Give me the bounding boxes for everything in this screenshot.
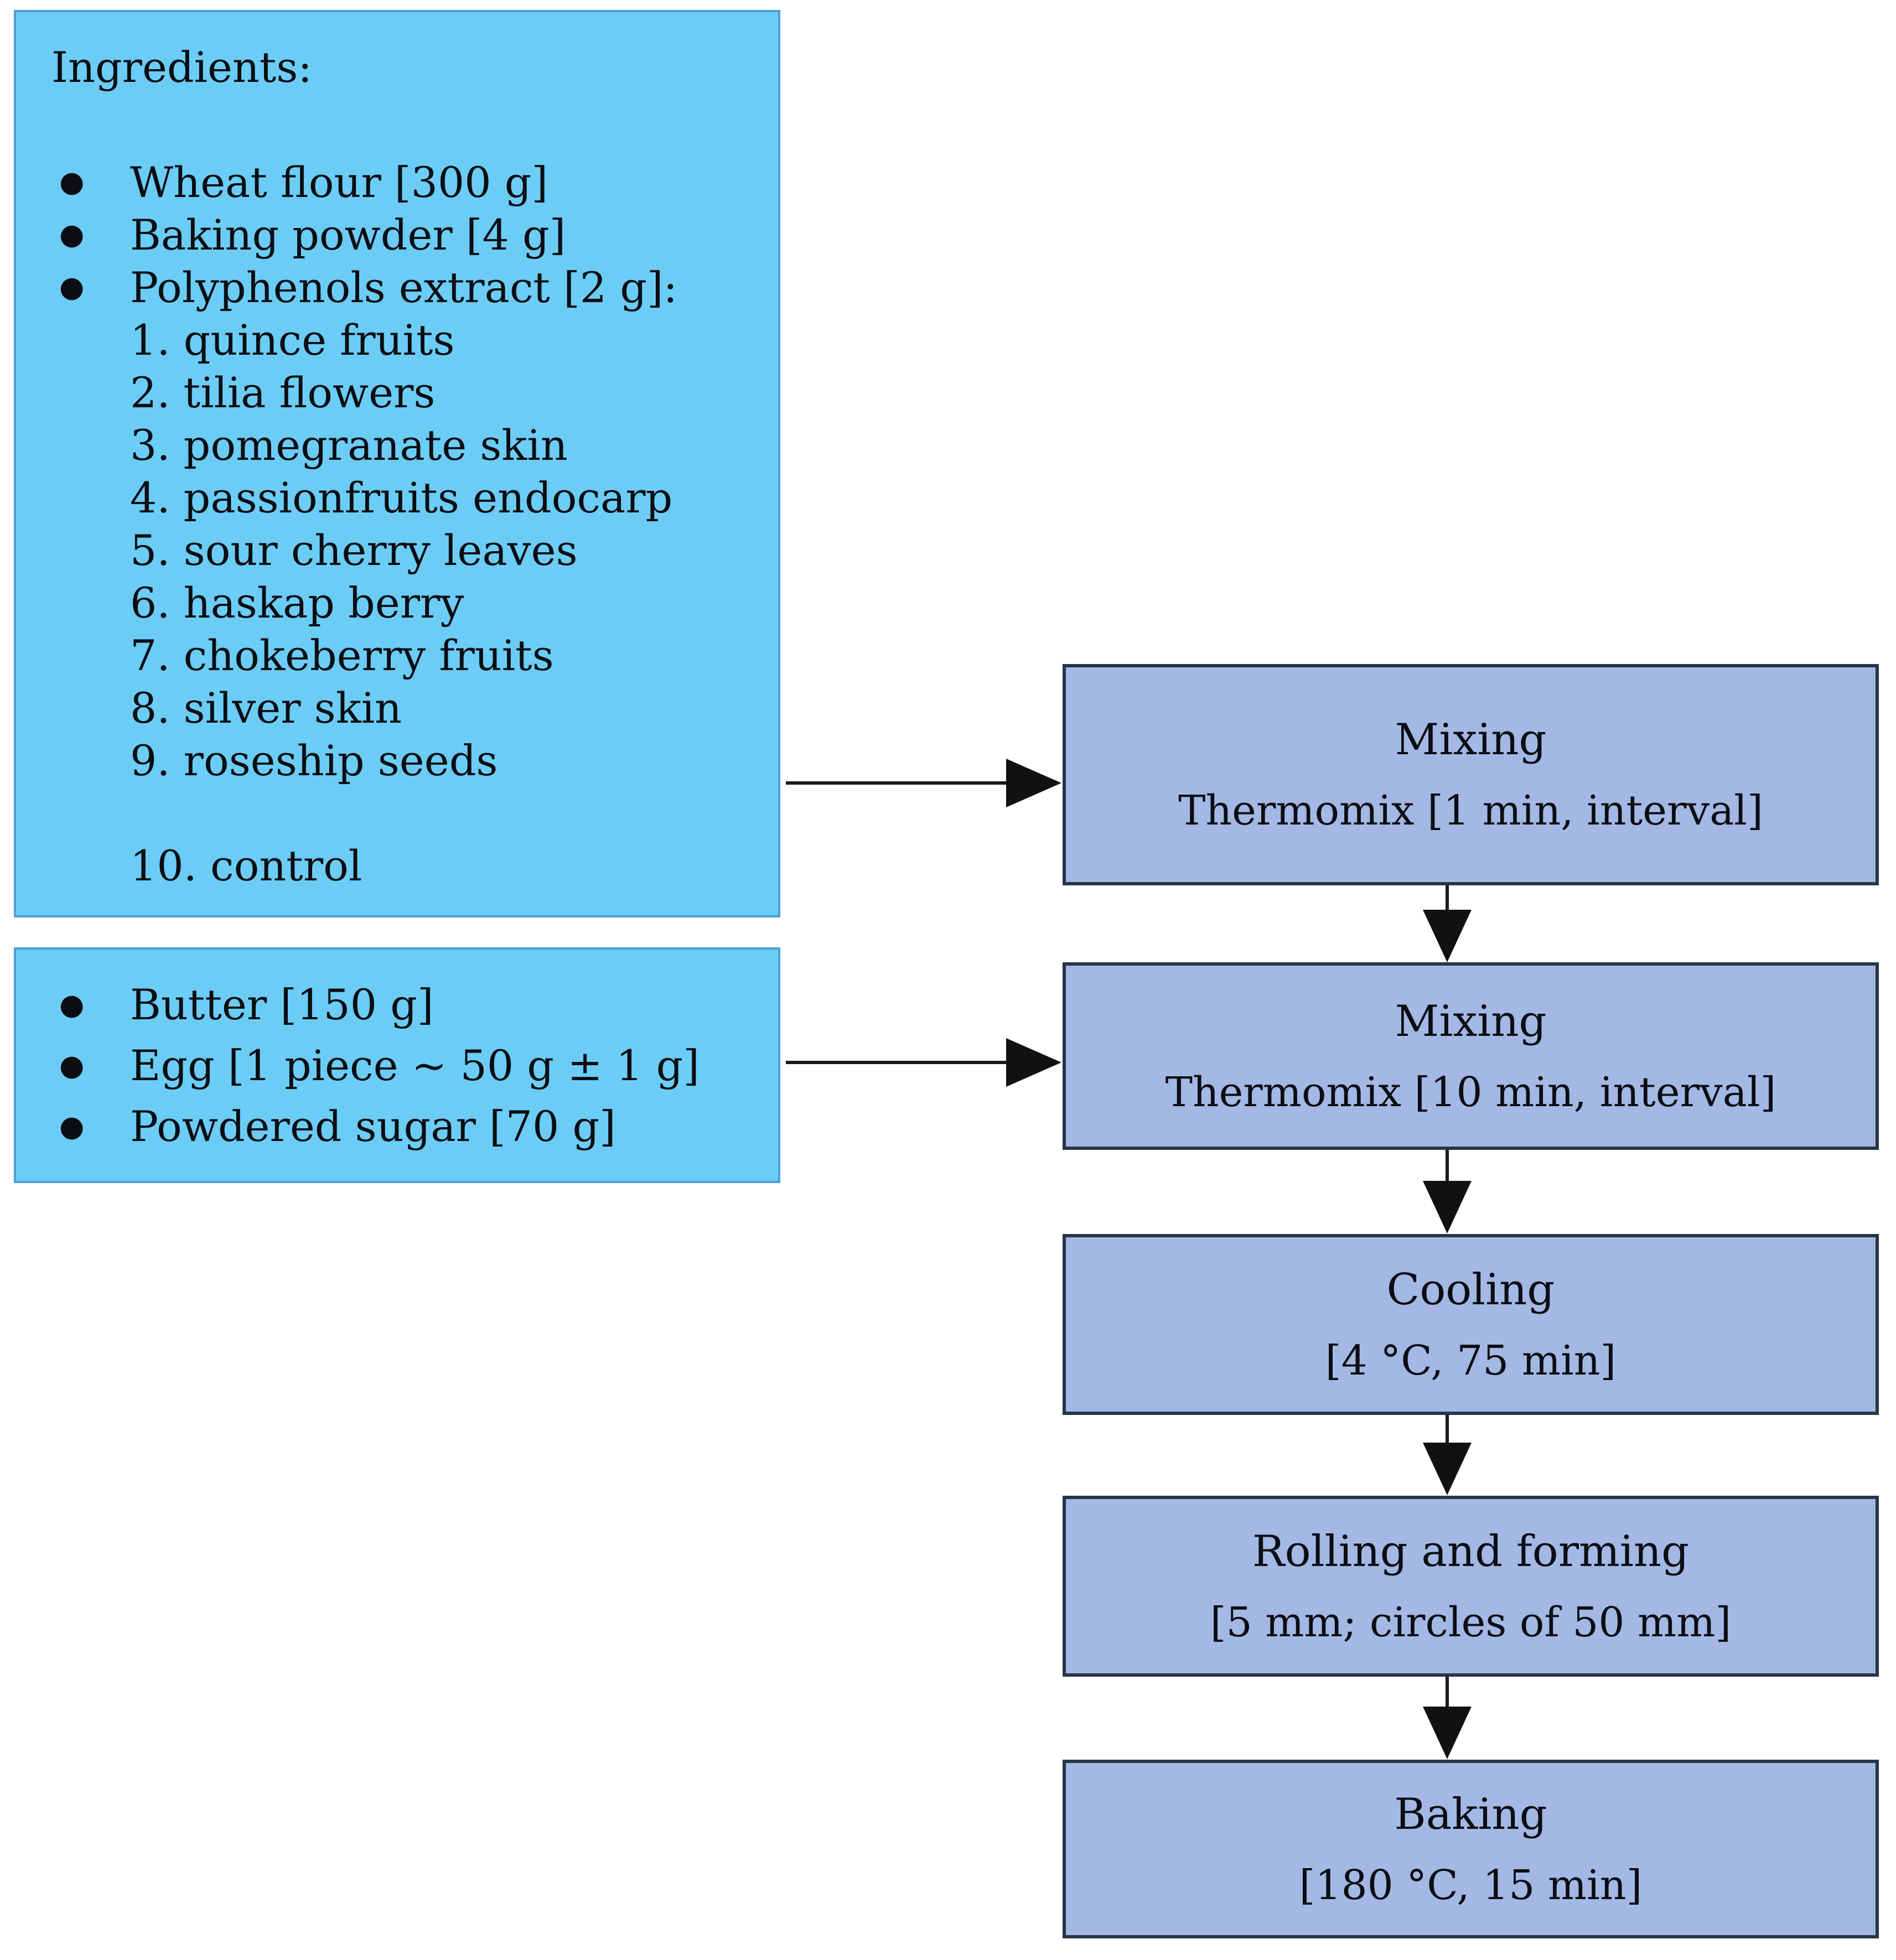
- list-item-numbered: 2. tilia flowers: [130, 368, 436, 417]
- list-item-numbered: 1. quince fruits: [130, 315, 455, 365]
- process-box-mixing-2: Mixing Thermomix [10 min, interval]: [1063, 962, 1879, 1150]
- list-item-numbered: 6. haskap berry: [130, 578, 464, 628]
- list-item: ● Polyphenols extract [2 g]:: [16, 261, 778, 314]
- ingredient-text: Wheat flour [300 g]: [130, 158, 548, 207]
- step-title: Mixing: [1395, 996, 1547, 1046]
- bullet-icon: ●: [59, 988, 85, 1022]
- ingredient-text: Polyphenols extract [2 g]:: [130, 263, 678, 312]
- list-item-control: 10. control: [130, 841, 362, 890]
- step-detail: Thermomix [10 min, interval]: [1165, 1068, 1776, 1116]
- ingredients-box-wet: ● Butter [150 g] ● Egg [1 piece ~ 50 g ±…: [14, 947, 780, 1183]
- process-box-cooling: Cooling [4 °C, 75 min]: [1063, 1234, 1879, 1415]
- ingredients-box-dry: Ingredients: ● Wheat flour [300 g] ● Bak…: [14, 10, 780, 917]
- step-detail: Thermomix [1 min, interval]: [1178, 787, 1763, 834]
- arrow-cooling-to-rolling-head-icon: [1423, 1443, 1472, 1495]
- arrow-rolling-to-baking-line: [1446, 1677, 1449, 1708]
- ingredient-text: Baking powder [4 g]: [130, 210, 566, 260]
- step-title: Cooling: [1386, 1264, 1555, 1315]
- list-item-numbered: 5. sour cherry leaves: [130, 526, 578, 575]
- list-item-numbered: 7. chokeberry fruits: [130, 631, 554, 680]
- ingredients-title: Ingredients:: [51, 43, 312, 92]
- list-item-numbered: 9. roseship seeds: [130, 736, 498, 785]
- bullet-icon: ●: [59, 1110, 85, 1143]
- list-item-numbered: 3. pomegranate skin: [130, 421, 568, 470]
- arrow-mixing1-to-mixing2-line: [1446, 885, 1449, 911]
- arrow-mixing1-to-mixing2-head-icon: [1423, 910, 1472, 962]
- step-title: Mixing: [1395, 715, 1547, 765]
- step-detail: [180 °C, 15 min]: [1299, 1861, 1643, 1909]
- spacer: [16, 95, 778, 156]
- step-detail: [5 mm; circles of 50 mm]: [1210, 1598, 1732, 1646]
- arrow-mixing2-to-cooling-line: [1446, 1150, 1449, 1182]
- spacer: [16, 787, 778, 839]
- list-item: ● Powdered sugar [70 g]: [16, 1096, 778, 1157]
- bullet-icon: ●: [59, 271, 85, 304]
- bullet-icon: ●: [59, 165, 85, 199]
- arrow-wet-to-mixing2-head-icon: [1006, 1038, 1061, 1087]
- process-box-baking: Baking [180 °C, 15 min]: [1063, 1760, 1879, 1938]
- list-item-numbered: 8. silver skin: [130, 683, 402, 733]
- step-title: Rolling and forming: [1252, 1526, 1690, 1577]
- list-item: ● Egg [1 piece ~ 50 g ± 1 g]: [16, 1035, 778, 1096]
- ingredient-text: Powdered sugar [70 g]: [130, 1102, 616, 1151]
- step-detail: [4 °C, 75 min]: [1325, 1336, 1617, 1385]
- list-item-numbered: 4. passionfruits endocarp: [130, 473, 673, 522]
- process-box-rolling: Rolling and forming [5 mm; circles of 50…: [1063, 1496, 1879, 1677]
- process-box-mixing-1: Mixing Thermomix [1 min, interval]: [1063, 664, 1879, 885]
- ingredient-text: Butter [150 g]: [130, 980, 434, 1029]
- arrow-mixing2-to-cooling-head-icon: [1423, 1181, 1472, 1233]
- bullet-icon: ●: [59, 1049, 85, 1082]
- arrow-wet-to-mixing2-line: [786, 1061, 1008, 1064]
- bullet-icon: ●: [59, 218, 85, 251]
- list-item: ● Baking powder [4 g]: [16, 209, 778, 261]
- ingredient-text: Egg [1 piece ~ 50 g ± 1 g]: [130, 1041, 700, 1090]
- arrow-dry-to-mixing1-head-icon: [1006, 759, 1061, 807]
- step-title: Baking: [1394, 1789, 1547, 1839]
- arrow-rolling-to-baking-head-icon: [1423, 1707, 1472, 1759]
- list-item: ● Butter [150 g]: [16, 974, 778, 1035]
- arrow-cooling-to-rolling-line: [1446, 1415, 1449, 1444]
- list-item: ● Wheat flour [300 g]: [16, 156, 778, 209]
- arrow-dry-to-mixing1-line: [786, 781, 1008, 785]
